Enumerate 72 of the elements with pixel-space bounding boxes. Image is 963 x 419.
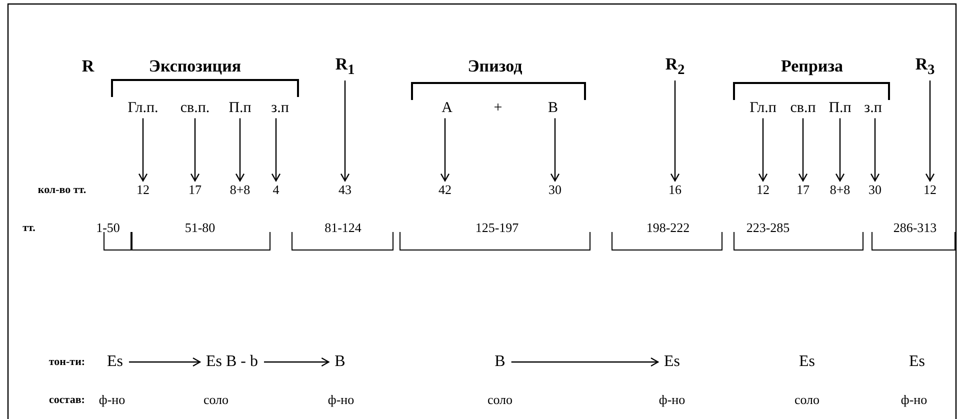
part-label: П.п [228,100,252,116]
arrow [835,118,845,182]
arrow [235,118,245,182]
row-label: состав: [49,394,85,406]
bar-range: 198-222 [646,220,690,236]
key-label: B [334,353,346,371]
arrow [870,118,880,182]
bar-count: 30 [548,182,562,198]
bar-range: 81-124 [324,220,362,236]
arrow [511,357,659,367]
ensemble-label: ф-но [658,392,686,408]
section-heading: R [82,58,94,76]
key-label: Es B - b [206,353,258,371]
arrow [271,118,281,182]
section-heading: Экспозиция [148,58,242,76]
key-label: Es [664,353,680,371]
bar-range: 125-197 [475,220,519,236]
arrow [670,80,680,182]
part-label: A [442,100,452,116]
arrow [138,118,148,182]
arrow [758,118,768,182]
ensemble-label: ф-но [328,392,354,408]
bar-count: 4 [272,182,280,198]
key-label: Es [909,353,925,371]
key-label: Es [107,353,123,371]
bar-count: 42 [438,182,452,198]
bar-count: 17 [188,182,202,198]
bar-count: 12 [756,182,770,198]
part-label: П.п [828,100,852,116]
section-heading: R$_{1}$ [335,56,355,78]
bar-count: 17 [796,182,810,198]
ensemble-label: соло [794,392,820,408]
ensemble-label: соло [487,392,513,408]
plus-sign: + [494,100,502,116]
arrow [550,118,560,182]
bar-count: 16 [668,182,682,198]
part-label: з.п [864,100,882,116]
part-label: св.п [790,100,816,116]
bar-count: 12 [136,182,150,198]
arrow [264,357,330,367]
bar-range: 223-285 [746,220,790,236]
row-label: тт. [22,222,36,234]
row-label: кол-во тт. [38,184,86,196]
section-heading: Эпизод [468,58,522,76]
bar-range: 1-50 [96,220,120,236]
bar-count: 30 [868,182,882,198]
section-heading: Реприза [780,58,844,76]
bar-count: 12 [924,182,936,198]
arrow [129,357,201,367]
bar-count: 43 [338,182,352,198]
bar-count: 8+8 [230,182,250,198]
part-label: Гл.п. [128,100,158,116]
part-label: св.п. [180,100,210,116]
key-label: Es [799,353,815,371]
arrow [925,80,935,182]
section-heading: R$_{3}$ [915,56,935,78]
row-label: тон-ти: [48,356,86,368]
arrow [190,118,200,182]
part-label: з.п [271,100,289,116]
ensemble-label: ф-но [900,392,928,408]
ensemble-label: ф-но [98,392,126,408]
section-heading: R$_{2}$ [665,56,685,78]
arrow [440,118,450,182]
arrow [798,118,808,182]
bar-range: 51-80 [184,220,216,236]
arrow [340,80,350,182]
key-label: B [494,353,506,371]
part-label: Гл.п [750,100,776,116]
ensemble-label: соло [203,392,229,408]
part-label: B [548,100,558,116]
bar-range: 286-313 [893,220,937,236]
bar-count: 8+8 [830,182,850,198]
